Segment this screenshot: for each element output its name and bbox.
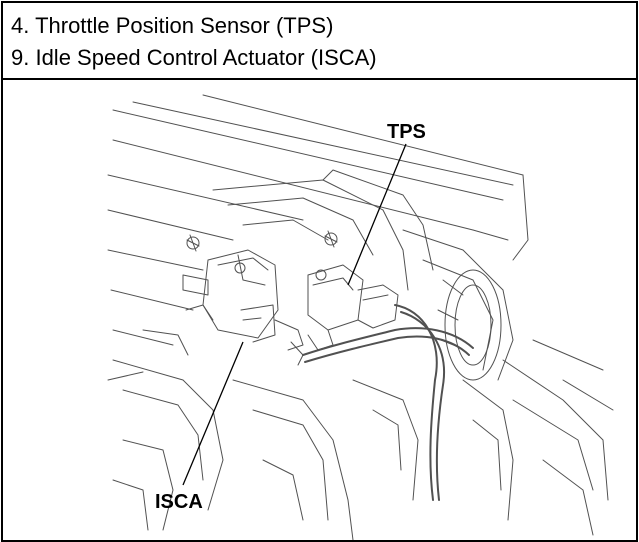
isca-callout-label: ISCA [155,491,203,513]
tps-leader-line [347,143,407,286]
engine-diagram: TPS ISCA [3,80,636,540]
tps-callout-label: TPS [387,121,426,143]
legend-item-tps: 4. Throttle Position Sensor (TPS) [11,13,334,38]
legend-item-isca: 9. Idle Speed Control Actuator (ISCA) [11,45,377,70]
legend-header: 4. Throttle Position Sensor (TPS) 9. Idl… [3,3,636,80]
isca-leader-line [182,341,244,486]
engine-line-drawing: TPS ISCA [107,94,614,540]
